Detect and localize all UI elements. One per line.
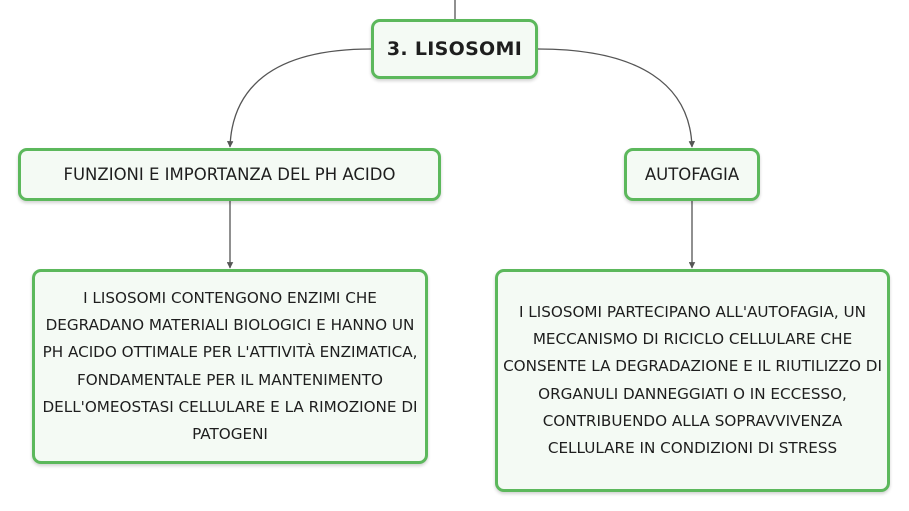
detail-node-text: I LISOSOMI PARTECIPANO ALL'AUTOFAGIA, UN…	[503, 302, 882, 458]
topic-node-label: FUNZIONI E IMPORTANZA DEL PH ACIDO	[63, 165, 396, 184]
topic-node-ph-acido[interactable]: FUNZIONI E IMPORTANZA DEL PH ACIDO	[18, 148, 441, 201]
detail-node-text: I LISOSOMI CONTENGONO ENZIMI CHE DEGRADA…	[42, 288, 418, 444]
topic-node-autofagia[interactable]: AUTOFAGIA	[624, 148, 760, 201]
connector-root-to-topic-right	[537, 48, 696, 148]
root-node[interactable]: 3. LISOSOMI	[371, 19, 538, 79]
topic-node-label: AUTOFAGIA	[644, 165, 740, 184]
detail-node-autofagia[interactable]: I LISOSOMI PARTECIPANO ALL'AUTOFAGIA, UN…	[495, 269, 890, 492]
root-node-label: 3. LISOSOMI	[386, 38, 523, 60]
detail-node-ph-acido[interactable]: I LISOSOMI CONTENGONO ENZIMI CHE DEGRADA…	[32, 269, 428, 464]
connector-root-to-topic-left	[226, 48, 372, 148]
